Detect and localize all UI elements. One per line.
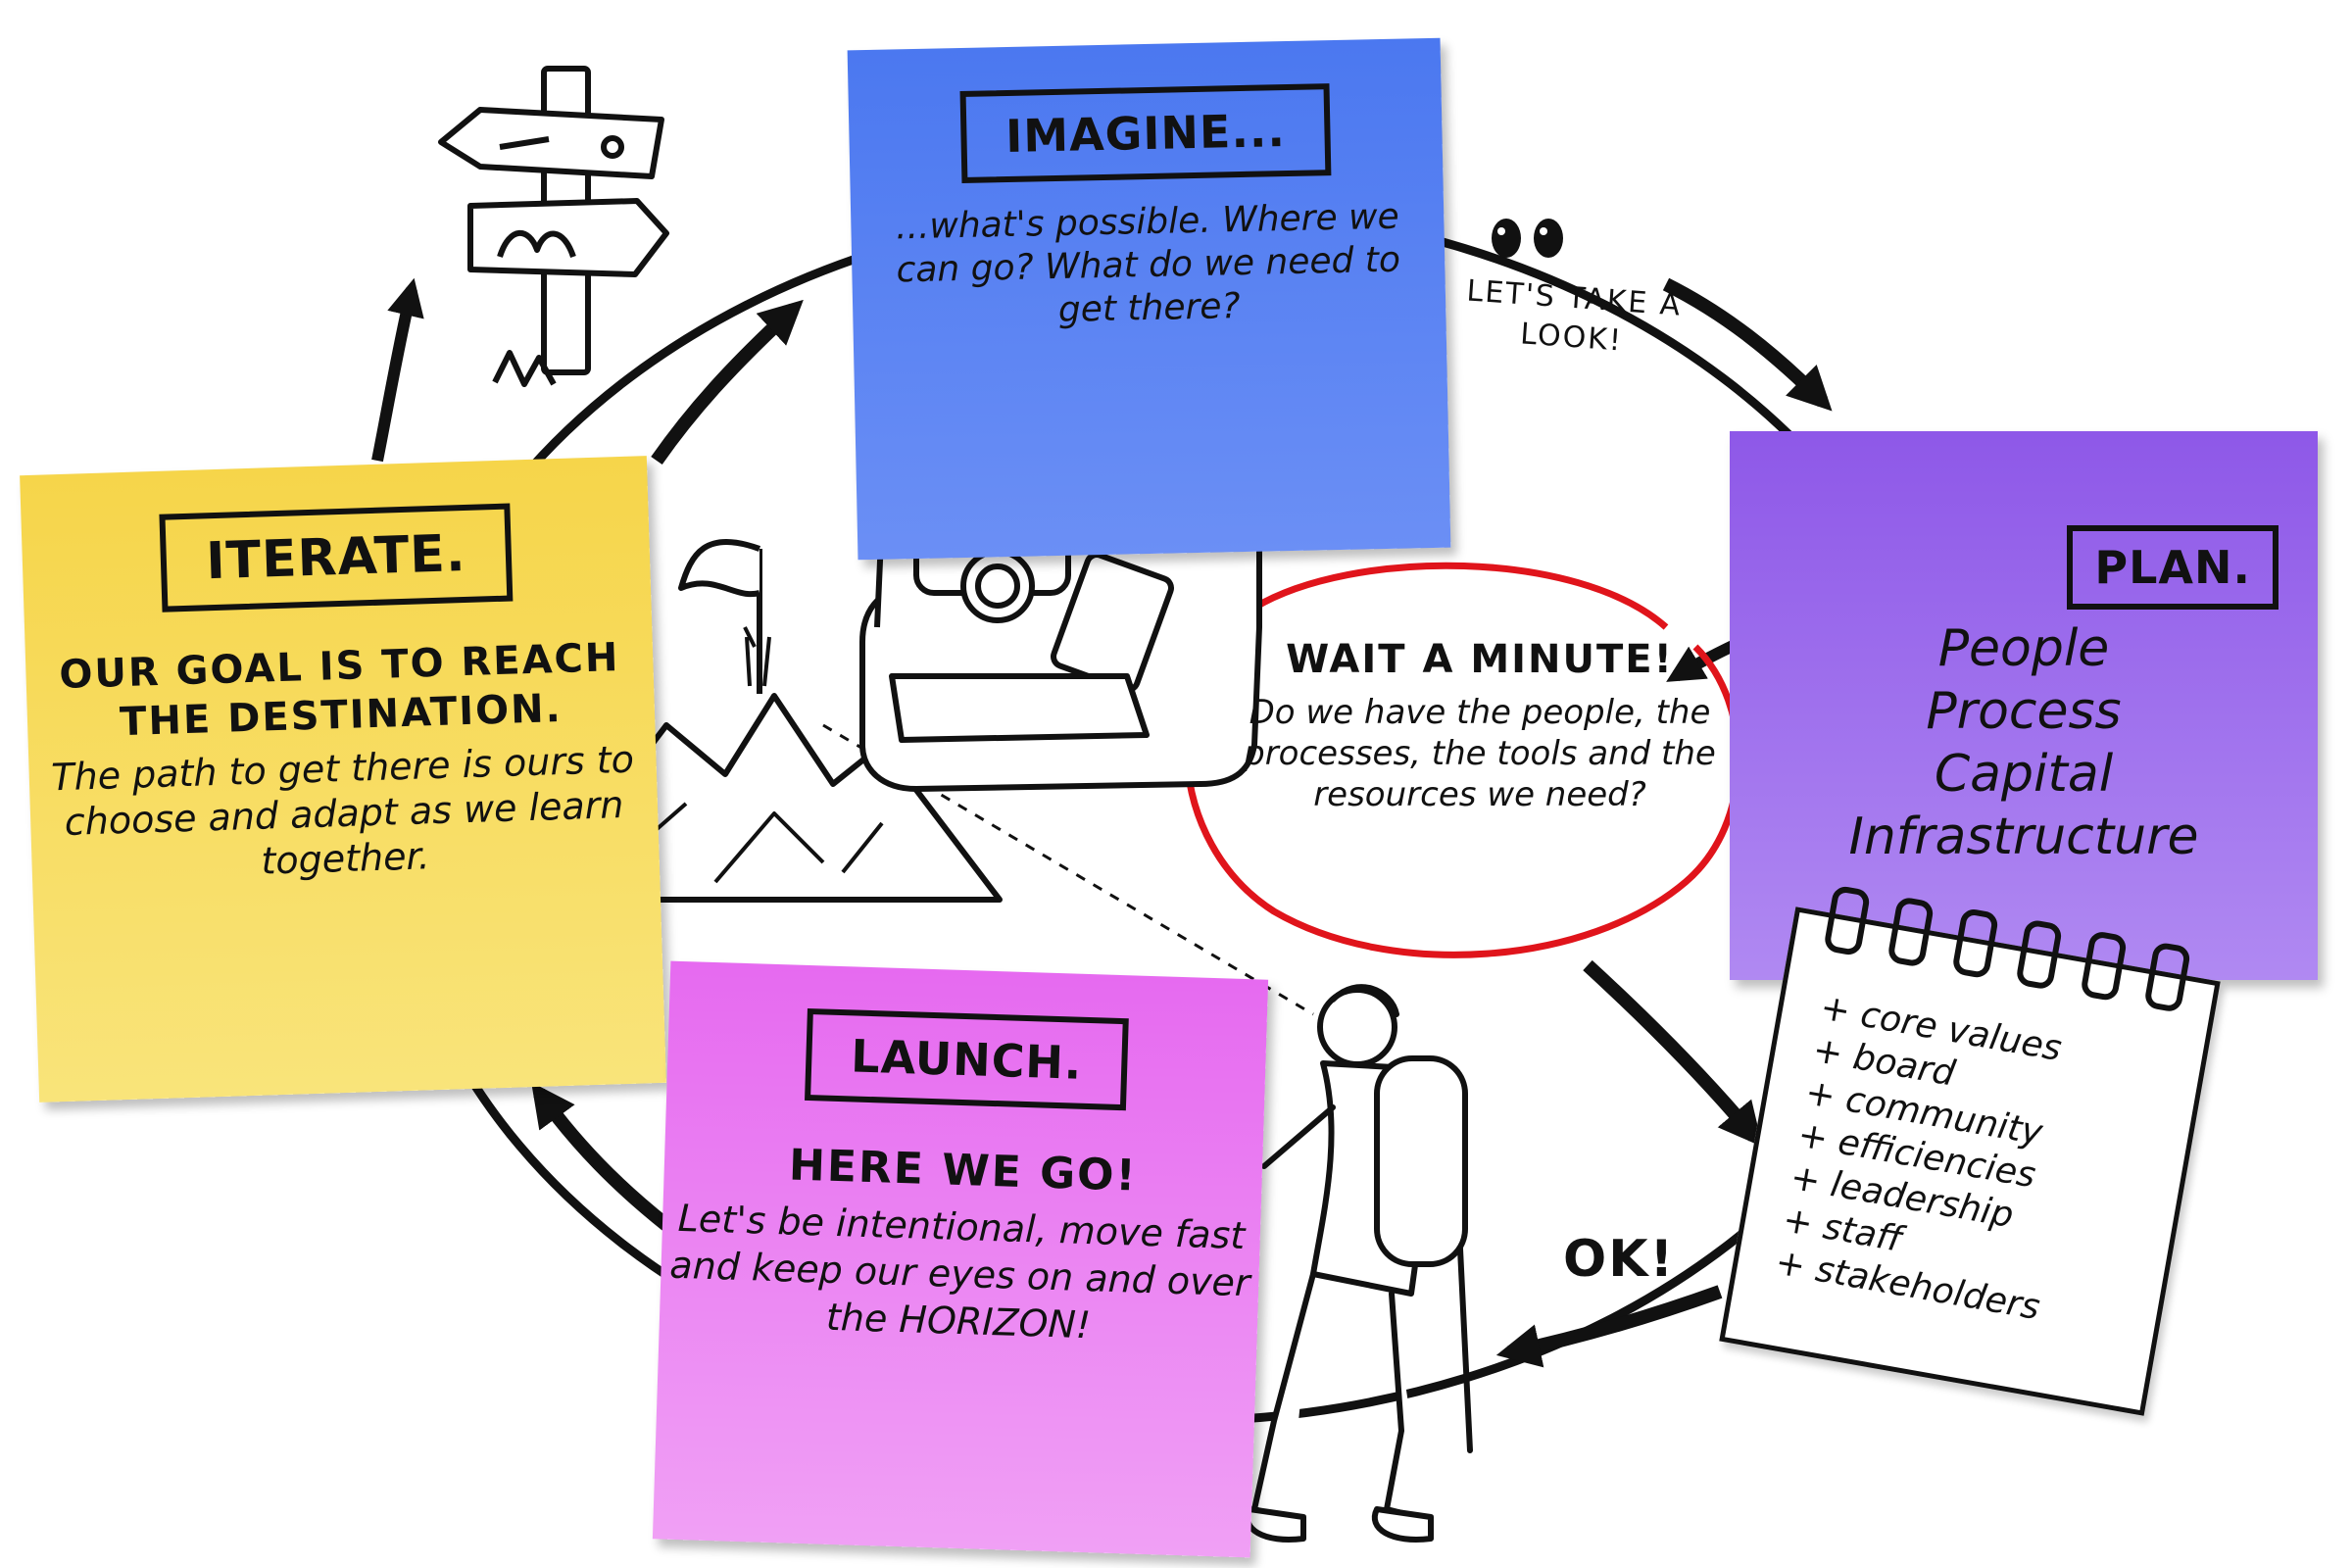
plan-item-infrastructure: Infrastructure [1848,808,2199,866]
checklist: + core values + board + community + effi… [1772,987,2203,1350]
stage-label-iterate: ITERATE. [159,503,514,612]
stage-body-iterate: The path to get there is ours to choose … [50,737,635,883]
eyes-icon [1492,219,1563,258]
callout-headline: WAIT A MINUTE! [1286,637,1674,682]
plan-item-capital: Capital [1934,745,2114,804]
stage-note-launch: LAUNCH. HERE WE GO! Let's be intentional… [652,960,1269,1558]
notepad-ring [2015,918,2064,991]
callout-question: Do we have the people, the processes, th… [1244,693,1716,814]
signpost-icon [438,66,669,387]
stage-body-imagine: ...what's possible. Where we can go? Wha… [895,196,1401,330]
stage-note-imagine: IMAGINE... ...what's possible. Where we … [847,37,1451,561]
spiral-notepad-icon: + core values + board + community + effi… [1719,884,2221,1416]
dashed-path [822,723,1314,1016]
callout-ring [1183,562,1742,958]
stage-note-iterate: ITERATE. OUR GOAL IS TO REACH THE DESTIN… [20,456,666,1102]
arrow-look-to-plan [1662,277,1833,412]
stage-label-launch: LAUNCH. [804,1007,1129,1111]
label-ok: OK! [1563,1230,1676,1289]
wait-a-minute-callout: WAIT A MINUTE! Do we have the people, th… [1225,637,1735,815]
notepad-ring [1950,906,2000,980]
arrow-launch-to-iterate [531,1082,671,1231]
stage-lead-iterate: OUR GOAL IS TO REACH THE DESTINATION. [58,635,621,746]
notepad-ring [2079,929,2128,1003]
notepad-ring [1886,896,1936,968]
arrow-notepad-to-launch [1495,1285,1723,1368]
notepad-ring [2143,941,2192,1013]
stage-label-imagine: IMAGINE... [959,83,1332,183]
arrow-iterate-to-signpost [371,277,424,463]
arrow-callout-to-notepad [1583,959,1763,1148]
stage-note-plan: PLAN. People Process Capital Infrastruct… [1730,431,2318,980]
plan-item-people: People [1937,619,2110,678]
arrow-mountain-to-imagine [651,299,804,466]
plan-item-process: Process [1926,682,2122,741]
stage-body-launch: Let's be intentional, move fast and keep… [668,1196,1251,1348]
stage-label-plan: PLAN. [2067,525,2278,610]
